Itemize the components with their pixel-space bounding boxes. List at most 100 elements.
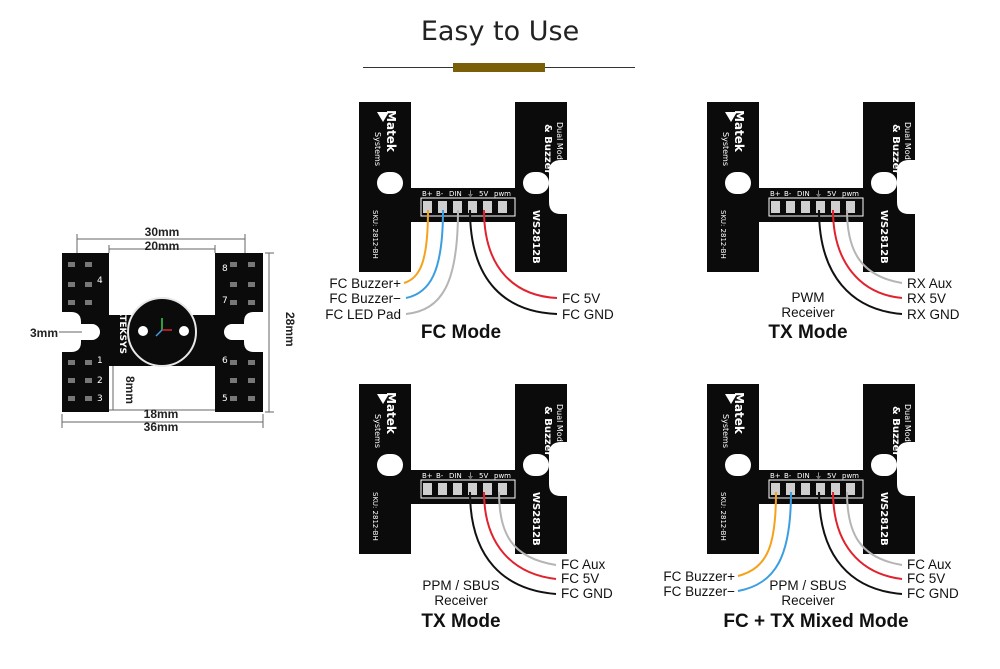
panel-fc-mode: Matek Systems & Buzzer Dual Modes 28mm W… — [325, 101, 614, 343]
pin-pwm: pwm — [494, 472, 511, 480]
led-number-8: 8 — [222, 264, 228, 274]
dim-width-outer: 36mm — [144, 420, 179, 434]
board-product-line2: Dual Modes — [903, 404, 912, 451]
pin-pwm: pwm — [842, 190, 859, 198]
panel-tx-mode-sbus: Matek Systems & Buzzer Dual Modes 28mm W… — [358, 383, 613, 632]
pin-pwm: pwm — [494, 190, 511, 198]
board-brand-sub: Systems — [373, 414, 382, 448]
pin-b-minus: B- — [784, 472, 792, 480]
board-model: WS2812B — [878, 210, 889, 264]
pin-gnd: ⏚ — [815, 472, 822, 480]
board-size: 28mm — [904, 180, 913, 206]
pin-din: DIN — [797, 472, 810, 480]
pin-gnd: ⏚ — [815, 190, 822, 198]
dim-notch: 8mm — [123, 376, 137, 404]
board-sku: SKU: 2812-BH — [719, 492, 727, 541]
board-brand: Matek — [732, 392, 746, 435]
mode-title: FC + TX Mixed Mode — [723, 611, 908, 632]
board-product-line2: Dual Modes — [555, 122, 564, 169]
mode-title: FC Mode — [421, 322, 501, 343]
receiver-line1: PPM / SBUS — [422, 578, 499, 593]
label-fc-buzzer-minus: FC Buzzer− — [329, 291, 401, 306]
label-fc-5v: FC 5V — [562, 291, 600, 306]
page-title: Easy to Use — [420, 16, 580, 47]
label-rx-gnd: RX GND — [907, 307, 960, 322]
label-fc-buzzer-minus: FC Buzzer− — [663, 584, 735, 599]
pin-b-plus: B+ — [422, 190, 433, 198]
pin-b-plus: B+ — [770, 190, 781, 198]
pin-b-minus: B- — [436, 472, 444, 480]
led-number-6: 6 — [222, 356, 228, 366]
board-model: WS2812B — [530, 492, 541, 546]
dim-slot: 3mm — [30, 326, 58, 340]
pin-pwm: pwm — [842, 472, 859, 480]
pin-5v: 5V — [479, 472, 488, 480]
pin-gnd: ⏚ — [467, 190, 474, 198]
led-number-5: 5 — [222, 394, 228, 404]
label-fc-5v: FC 5V — [561, 571, 599, 586]
board-product-line2: Dual Modes — [903, 122, 912, 169]
pin-b-minus: B- — [784, 190, 792, 198]
receiver-line2: Receiver — [781, 305, 835, 320]
pin-b-plus: B+ — [422, 472, 433, 480]
mode-title: TX Mode — [768, 322, 847, 343]
pin-gnd: ⏚ — [467, 472, 474, 480]
label-fc-buzzer-plus: FC Buzzer+ — [329, 276, 401, 291]
pin-b-minus: B- — [436, 190, 444, 198]
board-brand: Matek — [384, 110, 398, 153]
board-sku: SKU: 2812-BH — [371, 210, 379, 259]
board-size: 28mm — [904, 462, 913, 488]
receiver-line2: Receiver — [781, 593, 835, 608]
board-sku: SKU: 2812-BH — [719, 210, 727, 259]
dim-top-outer: 30mm — [145, 225, 180, 239]
buzzer-circle — [127, 297, 197, 367]
label-rx-5v: RX 5V — [907, 291, 946, 306]
board-size: 28mm — [556, 462, 565, 488]
label-fc-gnd: FC GND — [907, 586, 959, 601]
label-fc-gnd: FC GND — [561, 586, 613, 601]
board-product-line1: & Buzzer — [890, 124, 901, 174]
receiver-line1: PPM / SBUS — [769, 578, 846, 593]
slot-left — [72, 324, 100, 340]
board-silk-text: MATEKSYS — [117, 300, 127, 354]
board-product-line2: Dual Modes — [555, 404, 564, 451]
receiver-line2: Receiver — [434, 593, 488, 608]
dimension-diagram: MATEKSYS 1 2 3 4 5 6 7 8 30mm 20mm 18mm … — [30, 225, 297, 434]
pin-din: DIN — [449, 472, 462, 480]
board-model: WS2812B — [878, 492, 889, 546]
board-brand-sub: Systems — [721, 414, 730, 448]
board-product-line1: & Buzzer — [542, 406, 553, 456]
label-fc-gnd: FC GND — [562, 307, 614, 322]
label-rx-aux: RX Aux — [907, 276, 952, 291]
board-product-line1: & Buzzer — [890, 406, 901, 456]
receiver-line1: PWM — [792, 290, 825, 305]
board-brand-sub: Systems — [373, 132, 382, 166]
led-number-2: 2 — [97, 376, 103, 386]
label-fc-led-pad: FC LED Pad — [325, 307, 401, 322]
title-accent-bar — [453, 63, 545, 72]
board-sku: SKU: 2812-BH — [371, 492, 379, 541]
board-size: 28mm — [556, 180, 565, 206]
dim-top-inner: 20mm — [145, 239, 180, 253]
dim-height: 28mm — [283, 312, 297, 347]
board-product-line1: & Buzzer — [542, 124, 553, 174]
dim-width-inner: 18mm — [144, 407, 179, 421]
slot-right — [224, 324, 252, 340]
led-number-4: 4 — [97, 276, 103, 286]
label-fc-buzzer-plus: FC Buzzer+ — [663, 569, 735, 584]
label-fc-aux: FC Aux — [561, 557, 606, 572]
label-fc-5v: FC 5V — [907, 571, 945, 586]
led-number-7: 7 — [222, 296, 228, 306]
led-number-3: 3 — [97, 394, 103, 404]
panel-mixed-mode: Matek Systems & Buzzer Dual Modes 28mm W… — [663, 383, 959, 632]
board-brand: Matek — [384, 392, 398, 435]
board-brand: Matek — [732, 110, 746, 153]
pin-din: DIN — [449, 190, 462, 198]
board-model: WS2812B — [530, 210, 541, 264]
label-fc-aux: FC Aux — [907, 557, 952, 572]
mode-title: TX Mode — [421, 611, 500, 632]
pin-5v: 5V — [827, 190, 836, 198]
panel-tx-mode-pwm: Matek Systems & Buzzer Dual Modes 28mm W… — [706, 101, 960, 343]
pin-din: DIN — [797, 190, 810, 198]
